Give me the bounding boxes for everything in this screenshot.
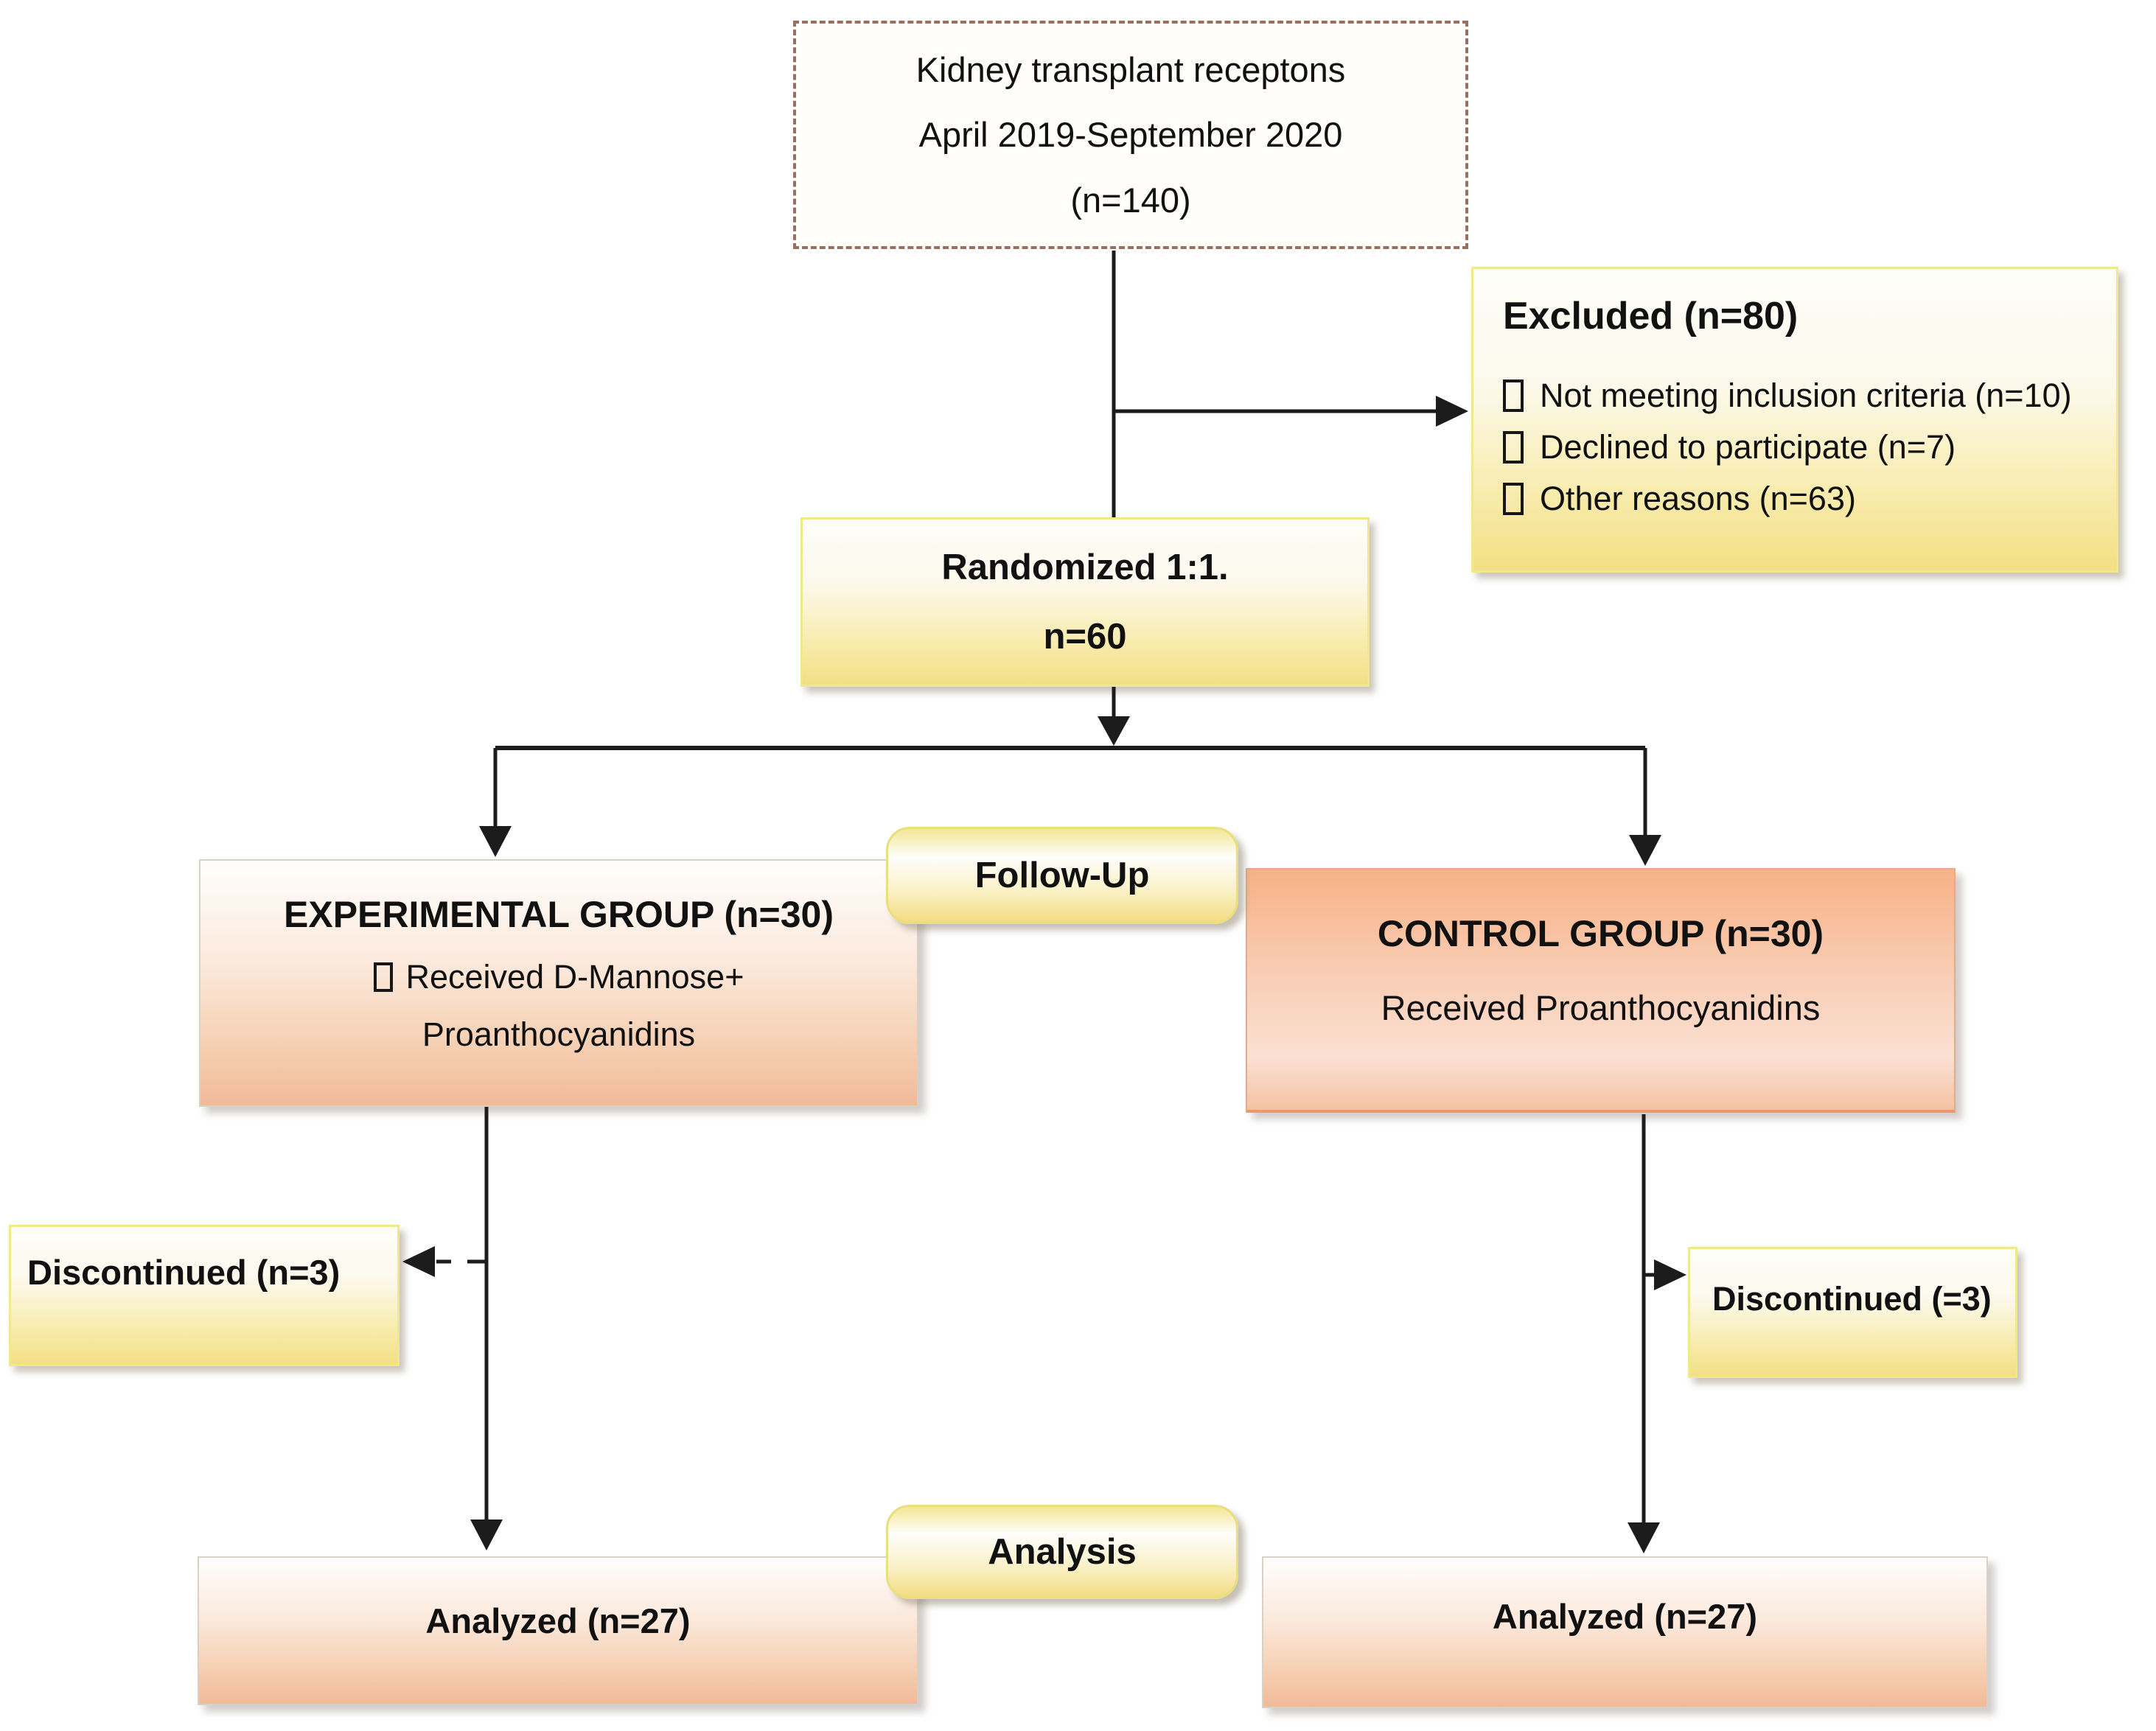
excluded-box: Excluded (n=80) Not meeting inclusion cr… — [1471, 267, 2118, 573]
experimental-line1-row: Received D-Mannose+ — [200, 958, 917, 996]
control-title: CONTROL GROUP (n=30) — [1377, 913, 1824, 954]
followup-stage-label: Follow-Up — [886, 827, 1238, 924]
randomized-box: Randomized 1:1. n=60 — [800, 517, 1370, 687]
excluded-item: Not meeting inclusion criteria (n=10) — [1503, 377, 2101, 415]
control-line1: Received Proanthocyanidins — [1381, 988, 1821, 1027]
discontinued-right-box: Discontinued (=3) — [1688, 1247, 2017, 1378]
analyzed-right-box: Analyzed (n=27) — [1262, 1556, 1988, 1708]
discontinued-left-box: Discontinued (n=3) — [9, 1225, 400, 1366]
excluded-item: Other reasons (n=63) — [1503, 480, 2101, 518]
bullet-tofu-icon — [1503, 483, 1524, 515]
bullet-tofu-icon — [373, 962, 393, 992]
control-group-box: CONTROL GROUP (n=30) Received Proanthocy… — [1246, 868, 1956, 1113]
eligibility-line3: (n=140) — [1070, 180, 1191, 220]
bullet-tofu-icon — [1503, 431, 1524, 464]
randomized-line2: n=60 — [1043, 616, 1127, 657]
excluded-item-text: Not meeting inclusion criteria (n=10) — [1540, 377, 2072, 414]
eligibility-line2: April 2019-September 2020 — [918, 115, 1343, 155]
discontinued-right-text: Discontinued (=3) — [1712, 1280, 1992, 1318]
experimental-line2: Proanthocyanidins — [422, 1015, 696, 1053]
eligibility-line1: Kidney transplant receptons — [915, 49, 1346, 89]
analyzed-left-box: Analyzed (n=27) — [198, 1556, 918, 1705]
analysis-stage-label: Analysis — [886, 1505, 1238, 1599]
bullet-tofu-icon — [1503, 380, 1524, 412]
experimental-group-box: EXPERIMENTAL GROUP (n=30) Received D-Man… — [199, 859, 918, 1107]
excluded-item: Declined to participate (n=7) — [1503, 428, 2101, 466]
excluded-item-text: Other reasons (n=63) — [1540, 480, 1856, 517]
eligibility-box: Kidney transplant receptons April 2019-S… — [793, 21, 1468, 249]
followup-text: Follow-Up — [974, 856, 1150, 895]
randomized-line1: Randomized 1:1. — [941, 548, 1229, 588]
experimental-title: EXPERIMENTAL GROUP (n=30) — [284, 894, 834, 935]
experimental-line1: Received D-Mannose+ — [405, 958, 744, 996]
excluded-item-text: Declined to participate (n=7) — [1540, 428, 1956, 466]
analyzed-left-text: Analyzed (n=27) — [425, 1601, 691, 1640]
analyzed-right-text: Analyzed (n=27) — [1492, 1597, 1758, 1636]
analysis-text: Analysis — [988, 1532, 1137, 1572]
discontinued-left-text: Discontinued (n=3) — [27, 1253, 341, 1292]
excluded-title: Excluded (n=80) — [1503, 295, 1799, 338]
